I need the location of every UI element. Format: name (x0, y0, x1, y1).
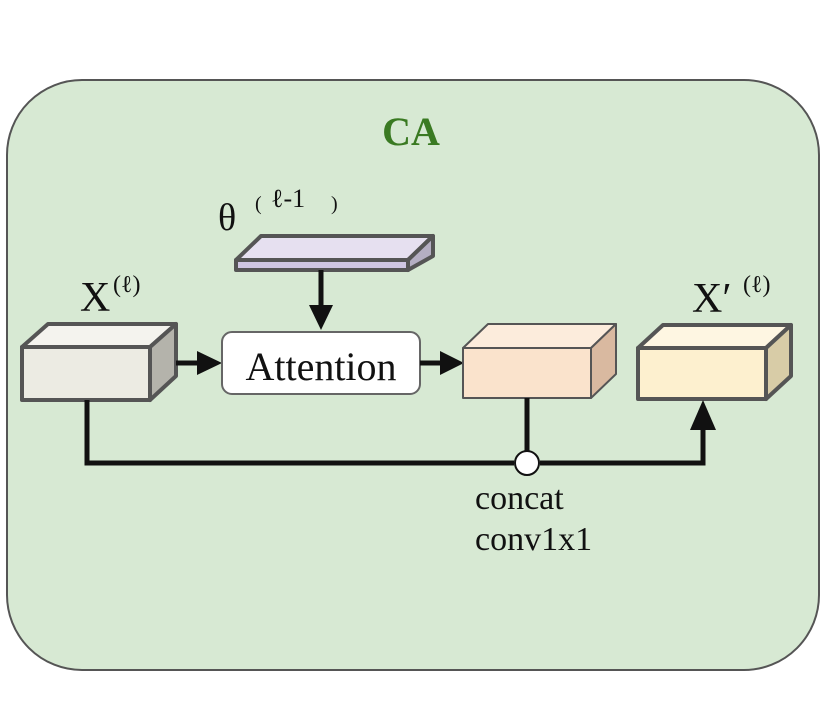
input-superscript: (ℓ) (113, 272, 140, 298)
output-label: X′ (692, 276, 732, 322)
concat-label: concat (475, 480, 564, 517)
attention-label: Attention (245, 344, 396, 389)
arrowhead-attention-in (197, 351, 222, 375)
input-label: X (80, 275, 110, 321)
panel-title: CA (382, 109, 440, 154)
theta-label: θ (218, 197, 236, 239)
input-block (20, 322, 178, 402)
theta-block (234, 234, 435, 272)
concat-node (514, 450, 540, 476)
skip-connection-line (84, 400, 514, 466)
theta-superscript: ( ℓ-1 ) (255, 184, 338, 216)
arrowhead-theta (309, 305, 333, 330)
arrowhead-block-in (440, 351, 464, 375)
attention-output-block (462, 323, 617, 399)
arrowhead-output (690, 400, 716, 430)
conv-label: conv1x1 (475, 521, 592, 558)
output-block (636, 323, 793, 401)
output-superscript: (ℓ) (743, 272, 770, 298)
concat-to-output-line (540, 425, 706, 466)
